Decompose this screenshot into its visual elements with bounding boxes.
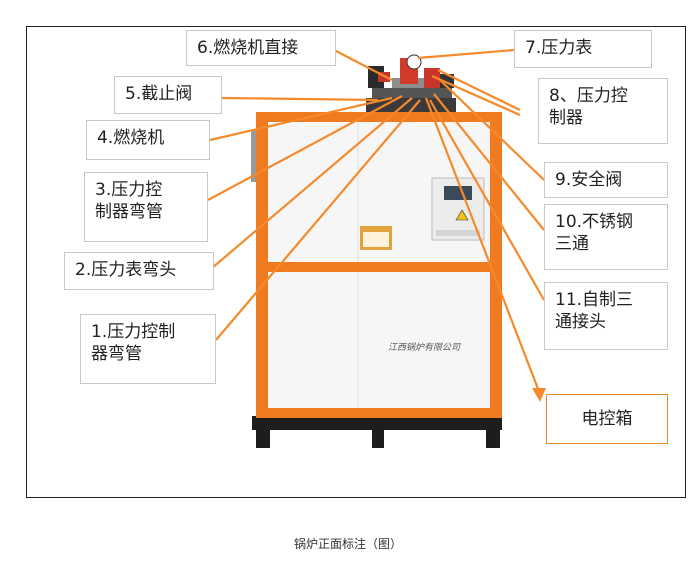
label-gauge-elbow: 2.压力表弯头 bbox=[64, 252, 214, 290]
arrow-head bbox=[532, 388, 546, 402]
label-control-box: 电控箱 bbox=[546, 394, 668, 444]
control-warning-sign bbox=[455, 209, 469, 221]
label-burner-direct: 6.燃烧机直接 bbox=[186, 30, 336, 66]
figure-caption: 锅炉正面标注（图） bbox=[293, 537, 402, 551]
label-safety-valve: 9.安全阀 bbox=[544, 162, 668, 198]
label-pressure-gauge: 7.压力表 bbox=[514, 30, 652, 68]
label-custom-tee: 11.自制三 通接头 bbox=[544, 282, 668, 350]
nameplate: 江西锅炉有限公司 bbox=[388, 342, 461, 353]
base-skid bbox=[252, 416, 502, 430]
label-stop-valve: 5.截止阀 bbox=[114, 76, 222, 114]
label-controller-bend-1: 1.压力控制 器弯管 bbox=[80, 314, 216, 384]
pressure-gauge bbox=[406, 54, 422, 70]
burner-assembly bbox=[366, 54, 456, 112]
label-pressure-controller: 8、压力控 制器 bbox=[538, 78, 668, 144]
label-stainless-tee: 10.不锈钢 三通 bbox=[544, 204, 668, 270]
skid-leg-mid bbox=[372, 430, 384, 448]
skid-leg-left bbox=[256, 430, 270, 448]
skid-leg-right bbox=[486, 430, 500, 448]
orange-frame bbox=[256, 112, 502, 418]
control-display bbox=[444, 186, 472, 200]
side-pipe bbox=[251, 130, 257, 182]
label-controller-bend-3: 3.压力控 制器弯管 bbox=[84, 172, 208, 242]
leader-lines bbox=[207, 48, 545, 395]
label-burner: 4.燃烧机 bbox=[86, 120, 210, 160]
